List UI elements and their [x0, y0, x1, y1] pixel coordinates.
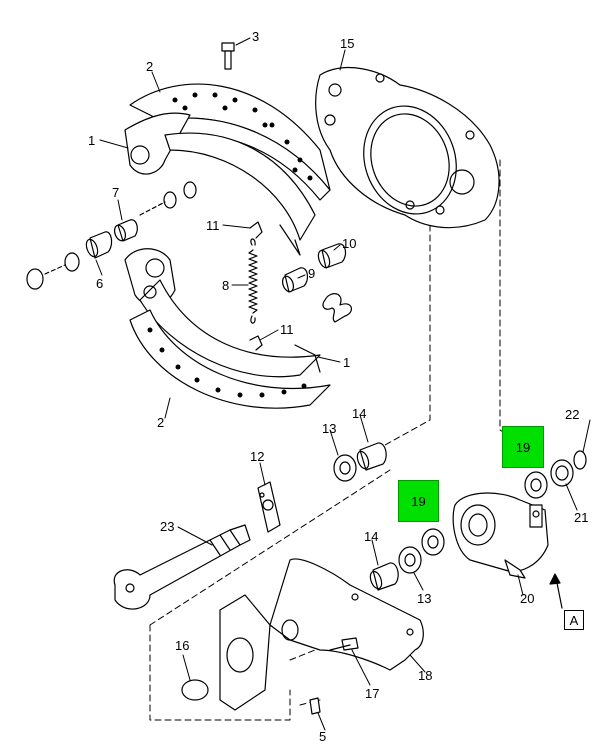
view-marker-box: A [564, 610, 584, 630]
callout-11-lower: 11 [280, 322, 294, 337]
bolt-part-17 [329, 637, 359, 651]
callout-1-upper: 1 [88, 133, 96, 148]
view-arrow [549, 573, 563, 609]
callout-13-lower: 13 [417, 591, 432, 606]
bracket-part-18 [219, 558, 424, 711]
callout-10: 10 [342, 236, 357, 251]
callout-8: 8 [222, 278, 230, 293]
brake-shoe-lower [124, 248, 321, 378]
callout-22: 22 [565, 407, 580, 422]
return-spring-part-8 [248, 238, 258, 324]
plate-part-12 [257, 481, 281, 533]
anchor-pin-part-7 [113, 219, 138, 242]
roller-part-9 [281, 267, 309, 293]
callout-6: 6 [96, 276, 104, 291]
callout-3: 3 [252, 29, 260, 44]
callout-1-lower: 1 [343, 355, 351, 370]
bushing-part-6 [85, 231, 113, 259]
seal-part-13-lower [398, 546, 422, 574]
seal-part-13-upper [333, 454, 357, 482]
lining-rivet-holes-upper [172, 92, 313, 181]
callout-12: 12 [250, 449, 265, 464]
callout-17: 17 [365, 686, 380, 701]
grease-fitting-part-5 [309, 697, 321, 715]
washer-part-19-left [421, 528, 445, 556]
callout-15: 15 [340, 36, 355, 51]
callout-9: 9 [308, 266, 316, 281]
callout-20: 20 [520, 591, 535, 606]
spider-part-15 [315, 67, 500, 229]
camshaft-part-23 [113, 524, 251, 610]
callout-23: 23 [160, 519, 175, 534]
callout-18: 18 [418, 668, 433, 683]
callout-13-upper: 13 [322, 421, 337, 436]
highlight-callout-19-left[interactable]: 19 [398, 480, 439, 522]
bushing-part-14-upper [356, 442, 387, 471]
retainer-clip [322, 293, 353, 323]
spring-hook-part-11-lower [249, 335, 263, 351]
roller-part-10 [317, 243, 347, 269]
callout-2-upper: 2 [146, 59, 154, 74]
leader-lines [95, 37, 591, 731]
highlight-callout-19-right[interactable]: 19 [502, 426, 544, 468]
callout-16: 16 [175, 638, 190, 653]
washer-part-19-right [524, 471, 548, 499]
snap-ring-part-22 [573, 450, 587, 470]
bolt-part-3 [221, 42, 235, 70]
ring-part-16 [181, 679, 209, 701]
callout-14-upper: 14 [352, 406, 367, 421]
callout-2-lower: 2 [157, 415, 165, 430]
slack-adjuster-part-20 [452, 492, 549, 579]
callout-14-lower: 14 [364, 529, 379, 544]
bushing-part-14-lower [369, 562, 399, 591]
brake-shoe-upper [124, 112, 316, 256]
callout-11-upper: 11 [206, 218, 220, 233]
brake-lining-lower [129, 309, 331, 409]
spring-hook-part-11-upper [249, 221, 263, 239]
snap-rings-left [26, 181, 197, 290]
washer-part-21 [550, 459, 574, 487]
lining-rivet-holes-lower [147, 327, 307, 398]
callout-7: 7 [112, 185, 120, 200]
callout-21: 21 [574, 510, 589, 525]
callout-5: 5 [319, 729, 327, 744]
